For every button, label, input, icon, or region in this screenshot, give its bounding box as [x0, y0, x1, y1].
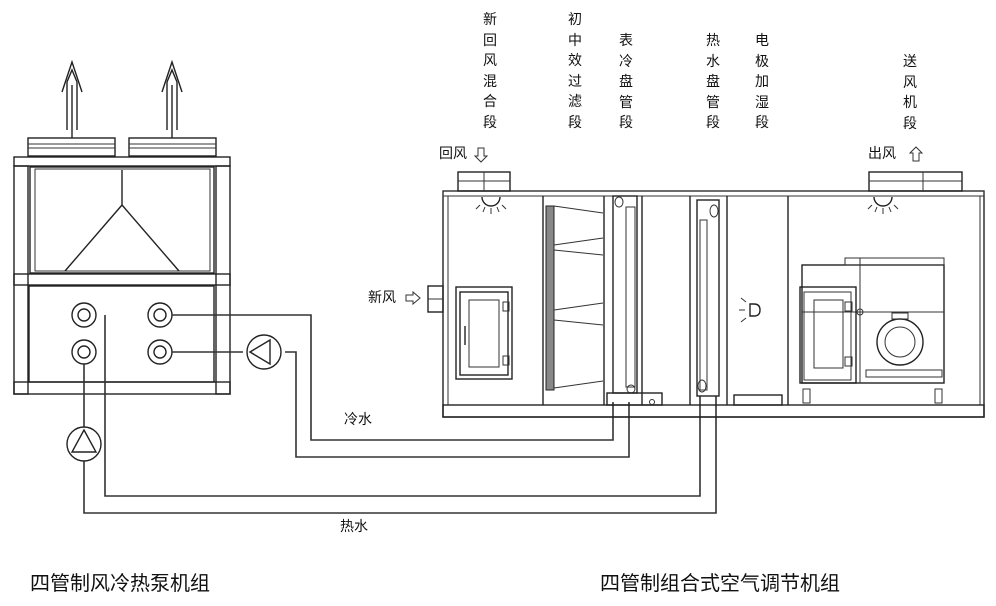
water-connection-flange: [71, 302, 97, 328]
supply-air-arrow-icon: [908, 146, 924, 162]
section-label-humidifier: 电极加湿段: [755, 33, 769, 132]
hot-water-pipes: [83, 315, 717, 514]
ahu-title: 四管制组合式空气调节机组: [600, 571, 840, 595]
supply-fan: [799, 257, 945, 404]
chilled-water-pipes: [172, 314, 630, 458]
fresh-air-damper: [427, 285, 444, 313]
water-connection-flange: [71, 339, 97, 365]
fresh-air-arrow-icon: [405, 290, 421, 306]
air-handling-unit: [427, 171, 985, 418]
hot-water-label: 热水: [340, 519, 368, 535]
section-label-filter: 初中效过滤段: [568, 12, 582, 131]
exhaust-arrow-icon: [161, 59, 183, 138]
water-connection-flange: [147, 302, 173, 328]
access-door: [455, 286, 513, 380]
return-air-label: 回风: [439, 146, 467, 162]
section-label-mixing: 新回风混合段: [483, 12, 497, 131]
section-label-supply-fan: 送风机段: [903, 54, 917, 132]
return-air-arrow-icon: [473, 147, 489, 163]
chilled-water-label: 冷水: [344, 412, 372, 428]
filter: [545, 205, 604, 391]
cooling-coil: [606, 195, 663, 406]
section-label-cooling-coil: 表冷盘管段: [619, 33, 633, 132]
pump-icon: [246, 334, 282, 370]
heating-coil: [696, 199, 720, 397]
section-label-heating-coil: 热水盘管段: [706, 33, 720, 132]
return-air-damper: [457, 171, 511, 192]
light-icon: [867, 196, 899, 214]
supply-air-outlet: [868, 171, 963, 192]
heat-pump-unit: [13, 59, 231, 395]
exhaust-arrow-icon: [61, 59, 83, 138]
condenser-fan: [27, 137, 116, 157]
condenser-fan: [128, 137, 217, 157]
humidifier-icon: [733, 297, 783, 406]
pump-icon: [66, 426, 102, 462]
heat-pump-title: 四管制风冷热泵机组: [30, 571, 210, 595]
fresh-air-label: 新风: [368, 290, 396, 306]
supply-air-label: 出风: [868, 146, 896, 162]
water-connection-flange: [147, 339, 173, 365]
light-icon: [475, 196, 507, 214]
